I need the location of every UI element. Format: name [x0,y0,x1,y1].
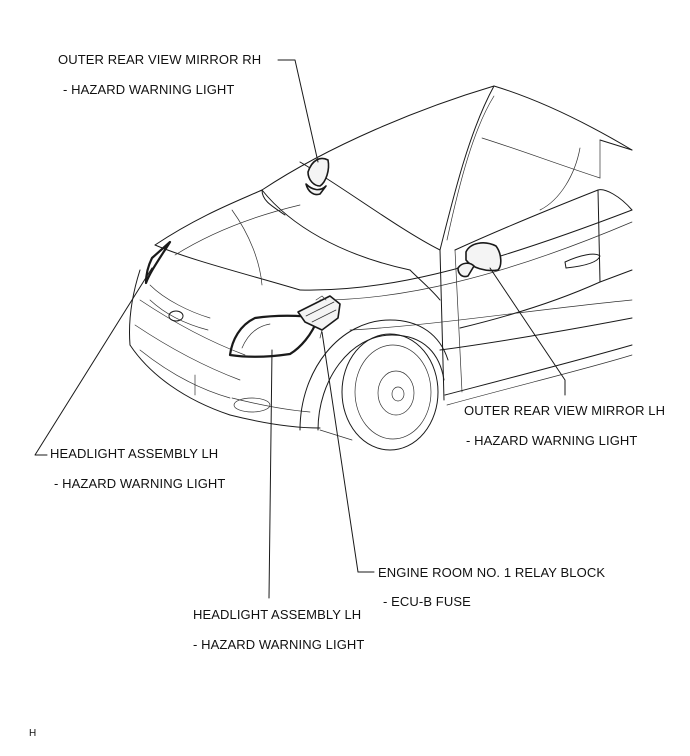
relay-block-detail: - ECU-B FUSE [383,594,471,609]
leader-lines [34,59,566,599]
headlight-bottom-title: HEADLIGHT ASSEMBLY LH [193,607,362,622]
headlight-left-title: HEADLIGHT ASSEMBLY LH [50,446,219,461]
leader-relay-block [321,331,375,573]
leader-headlight-left [34,267,153,456]
headlight-left-detail: - HAZARD WARNING LIGHT [54,476,226,491]
mirror-lh-detail: - HAZARD WARNING LIGHT [466,433,638,448]
headlight-bottom-detail: - HAZARD WARNING LIGHT [193,637,365,652]
car-body [129,85,633,451]
mirror-rh-detail: - HAZARD WARNING LIGHT [63,82,235,97]
mirror-rh-shape [305,157,330,196]
mirror-rh-title: OUTER REAR VIEW MIRROR RH [58,52,262,67]
mirror-lh-shape [457,242,502,278]
relay-block-shape [297,295,341,339]
leader-headlight-bottom [268,349,273,599]
corner-code: H [29,728,37,739]
headlight-left-shape [144,240,172,285]
relay-block-title: ENGINE ROOM NO. 1 RELAY BLOCK [378,565,606,580]
leader-mirror-rh [277,59,319,163]
mirror-lh-title: OUTER REAR VIEW MIRROR LH [464,403,666,418]
leader-mirror-lh [489,267,566,396]
